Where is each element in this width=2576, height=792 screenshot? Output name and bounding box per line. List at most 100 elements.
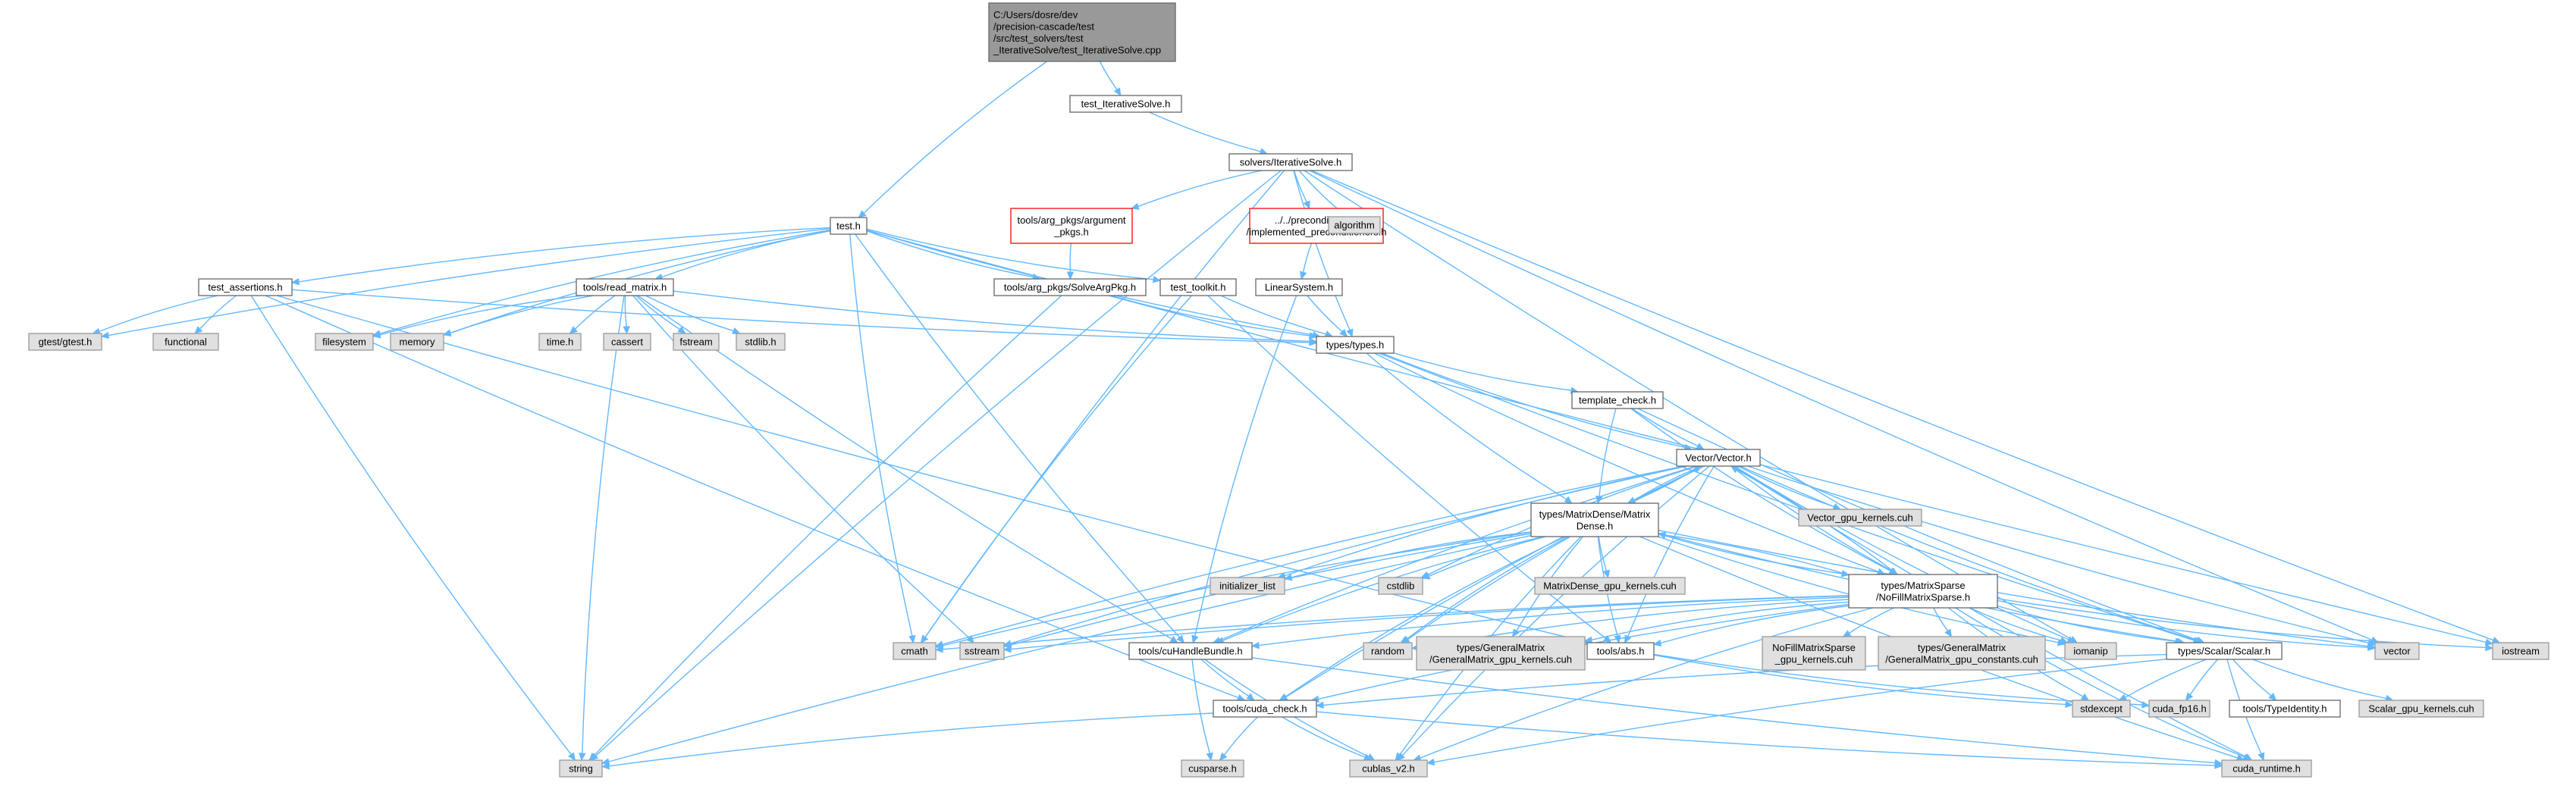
- node-scalar-h[interactable]: types/Scalar/Scalar.h: [2166, 642, 2283, 660]
- node-label-line: tools/cuHandleBundle.h: [1138, 646, 1242, 657]
- node-box: [1349, 759, 1428, 778]
- edge-test_toolkit-to-cmath: [920, 295, 1192, 643]
- node-label-line: tools/abs.h: [1597, 646, 1645, 657]
- node-label-line: /GeneralMatrix_gpu_kernels.cuh: [1429, 653, 1572, 665]
- node-template-check[interactable]: template_check.h: [1571, 391, 1664, 409]
- node-box: [28, 333, 102, 351]
- node-linear-system[interactable]: LinearSystem.h: [1255, 278, 1343, 296]
- node-box: [1255, 278, 1343, 296]
- edge-nofill-to-iomanip: [1969, 607, 2069, 644]
- node-label-line: iomanip: [2073, 646, 2108, 657]
- edge-cuhandle-to-cusparse: [1191, 659, 1213, 762]
- node-box: [736, 333, 786, 351]
- node-label-line: vector: [2383, 646, 2411, 657]
- node-stdexcept: stdexcept: [2072, 700, 2131, 718]
- edge-nofill-to-abs_h: [1652, 605, 1850, 647]
- node-label-line: solvers/IterativeSolve.h: [1240, 157, 1341, 168]
- node-box: [1069, 95, 1182, 113]
- node-functional: functional: [152, 333, 219, 351]
- node-label-line: tools/TypeIdentity.h: [2242, 703, 2327, 715]
- edge-read_matrix-to-fstream: [635, 295, 686, 334]
- node-matrixdense[interactable]: types/MatrixDense/MatrixDense.h: [1530, 502, 1659, 537]
- node-root[interactable]: C:/Users/dosre/dev/precision-cascade/tes…: [988, 2, 1176, 62]
- node-cmath: cmath: [893, 642, 937, 660]
- node-box: [1530, 502, 1659, 537]
- node-box: [893, 642, 937, 660]
- node-label-line: Scalar_gpu_kernels.cuh: [2368, 703, 2474, 715]
- edge-read_matrix-to-filesystem: [372, 295, 582, 339]
- node-label-line: _gpu_kernels.cuh: [1774, 653, 1853, 665]
- edge-cuhandle-to-cuda_check: [1200, 659, 1255, 701]
- node-iomanip: iomanip: [2064, 642, 2117, 660]
- edge-test_h-to-cmath: [849, 233, 916, 644]
- node-label-line: NoFillMatrixSparse: [1772, 642, 1856, 653]
- node-box: [1878, 636, 2046, 671]
- edge-vector_h-to-random: [1401, 465, 1705, 643]
- node-label-line: Dense.h: [1577, 520, 1613, 531]
- node-arg-pkgs: tools/arg_pkgs/argument_pkgs.h: [1010, 208, 1133, 244]
- edge-nofill-to-nfms_gpu: [1842, 607, 1894, 637]
- node-box: [2148, 700, 2210, 718]
- edge-solvers_itsolve-to-types_h: [1293, 170, 1354, 338]
- node-label-line: Vector/Vector.h: [1685, 452, 1751, 464]
- node-label-line: initializer_list: [1219, 581, 1275, 592]
- node-filesystem: filesystem: [315, 333, 374, 351]
- node-box: [1128, 642, 1253, 660]
- node-label-line: fstream: [679, 337, 712, 348]
- node-box: [1798, 509, 1922, 527]
- node-label-line: cublas_v2.h: [1362, 763, 1414, 775]
- node-label-line: /precision-cascade/test: [993, 20, 1094, 32]
- edge-read_matrix-to-string: [579, 295, 625, 762]
- node-box: [1228, 153, 1353, 171]
- edge-test_h-to-iostream: [866, 230, 2494, 646]
- node-label-line: LinearSystem.h: [1265, 282, 1333, 293]
- node-solvers-itsolve[interactable]: solvers/IterativeSolve.h: [1228, 153, 1353, 171]
- node-test-toolkit[interactable]: test_toolkit.h: [1159, 278, 1237, 296]
- node-vector-h[interactable]: Vector/Vector.h: [1676, 449, 1761, 467]
- node-cublas: cublas_v2.h: [1349, 759, 1428, 778]
- node-box: [2221, 759, 2312, 778]
- node-vector-std: vector: [2374, 642, 2420, 660]
- node-cuda-check[interactable]: tools/cuda_check.h: [1213, 700, 1317, 718]
- node-label-line: algorithm: [1334, 220, 1374, 231]
- node-algorithm: algorithm: [1328, 216, 1381, 234]
- edge-nofill-to-vector_std: [1997, 599, 2377, 651]
- edge-scalar_h-to-typeidentity: [2232, 659, 2277, 701]
- node-label-line: types/MatrixDense/Matrix: [1539, 509, 1651, 520]
- node-box: [2072, 700, 2131, 718]
- node-box: [1676, 449, 1761, 467]
- edge-test_assertions-to-gtest: [92, 295, 218, 335]
- node-label-line: cmath: [901, 646, 927, 657]
- node-cuda-runtime: cuda_runtime.h: [2221, 759, 2312, 778]
- node-abs-h[interactable]: tools/abs.h: [1586, 642, 1655, 660]
- node-read-matrix[interactable]: tools/read_matrix.h: [576, 278, 674, 296]
- node-cuhandle[interactable]: tools/cuHandleBundle.h: [1128, 642, 1253, 660]
- edge-matrixdense-to-md_gpu: [1598, 536, 1611, 579]
- node-box: [1586, 642, 1655, 660]
- node-types-h[interactable]: types/types.h: [1316, 336, 1395, 354]
- node-test-itsolve-h[interactable]: test_IterativeSolve.h: [1069, 95, 1182, 113]
- node-box: [1571, 391, 1664, 409]
- edge-test_assertions-to-cuda_check: [265, 295, 1246, 701]
- node-box: [988, 2, 1176, 62]
- edge-test_assertions-to-string: [250, 295, 576, 762]
- node-test-h[interactable]: test.h: [830, 217, 868, 235]
- edge-vector_h-to-cmath: [934, 465, 1684, 648]
- node-solvearg[interactable]: tools/arg_pkgs/SolveArgPkg.h: [993, 278, 1147, 296]
- node-nofill[interactable]: types/MatrixSparse/NoFillMatrixSparse.h: [1848, 574, 1998, 609]
- node-typeidentity[interactable]: tools/TypeIdentity.h: [2229, 700, 2341, 718]
- edge-read_matrix-to-types_h: [673, 290, 1318, 346]
- node-test-assertions[interactable]: test_assertions.h: [198, 278, 293, 296]
- node-box: [1210, 577, 1285, 595]
- edge-test_h-to-test_toolkit: [866, 228, 1162, 283]
- node-label-line: test_toolkit.h: [1171, 282, 1226, 293]
- node-label-line: memory: [400, 337, 435, 348]
- graph-nodes: C:/Users/dosre/dev/precision-cascade/tes…: [28, 2, 2549, 778]
- node-box: [1213, 700, 1317, 718]
- node-label-line: C:/Users/dosre/dev: [993, 9, 1078, 20]
- edge-nofill-to-cmath: [934, 595, 1850, 653]
- edge-solvers_itsolve-to-iomanip: [1304, 170, 2079, 643]
- edge-abs_h-to-stdexcept: [1653, 654, 2074, 709]
- edge-test_h-to-gtest: [100, 227, 831, 340]
